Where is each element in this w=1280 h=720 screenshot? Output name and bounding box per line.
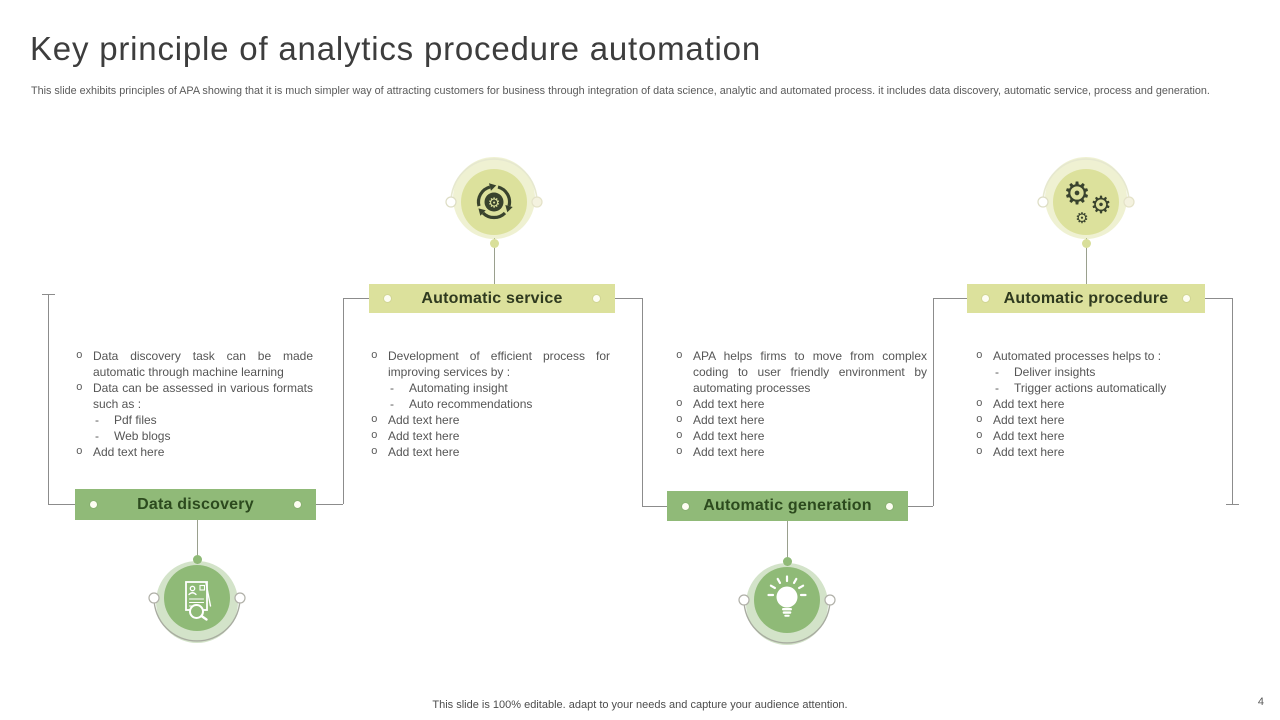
- label-automatic-generation: Automatic generation: [667, 491, 908, 521]
- stem-dot: [1082, 239, 1091, 248]
- label-end-dot: [982, 295, 989, 302]
- list-item: Add text here: [975, 444, 1215, 460]
- connector-end-cap: [1226, 504, 1239, 505]
- label-end-dot: [90, 501, 97, 508]
- svg-text:⚙: ⚙: [488, 196, 501, 212]
- bullet-list-automatic-procedure: Automated processes helps to : Deliver i…: [975, 348, 1215, 460]
- list-item: Data can be assessed in various formats …: [75, 380, 313, 412]
- list-item: Add text here: [975, 396, 1215, 412]
- label-text: Automatic generation: [703, 497, 872, 514]
- connector-segment: [933, 298, 967, 299]
- connector-segment: [615, 298, 642, 299]
- page-title: Key principle of analytics procedure aut…: [30, 30, 761, 67]
- list-item: Automating insight: [370, 380, 610, 396]
- connector-segment: [48, 295, 49, 504]
- bullet-list-automatic-service: Development of efficient process for imp…: [370, 348, 610, 460]
- bullet-list-automatic-generation: APA helps firms to move from complex cod…: [675, 348, 927, 460]
- label-text: Automatic service: [421, 289, 563, 307]
- list-item: Auto recommendations: [370, 396, 610, 412]
- list-item: Add text here: [975, 412, 1215, 428]
- stem-line: [1086, 238, 1087, 284]
- list-item: Add text here: [675, 396, 927, 412]
- lightbulb-icon: [738, 563, 836, 645]
- stem-line: [494, 238, 495, 284]
- stem-line: [787, 521, 788, 566]
- svg-text:⚙: ⚙: [1090, 191, 1112, 219]
- label-end-dot: [682, 502, 689, 510]
- connector-start-cap: [42, 294, 55, 295]
- bullet-list-data-discovery: Data discovery task can be made automati…: [75, 348, 313, 460]
- page-number: 4: [1257, 696, 1264, 708]
- svg-text:⚙: ⚙: [1063, 176, 1091, 212]
- list-item: Add text here: [675, 444, 927, 460]
- list-item: Automated processes helps to :: [975, 348, 1215, 364]
- connector-segment: [48, 504, 75, 505]
- stem-dot: [783, 557, 792, 566]
- connector-segment: [1205, 298, 1232, 299]
- label-end-dot: [384, 295, 391, 302]
- slide-description: This slide exhibits principles of APA sh…: [31, 85, 1210, 97]
- list-item: Data discovery task can be made automati…: [75, 348, 313, 380]
- connector-segment: [642, 506, 667, 507]
- list-item: Pdf files: [75, 412, 313, 428]
- document-search-icon: [148, 561, 246, 643]
- list-item: Add text here: [675, 412, 927, 428]
- footer-note: This slide is 100% editable. adapt to yo…: [432, 699, 848, 711]
- stem-line: [197, 520, 198, 564]
- list-item: Add text here: [370, 428, 610, 444]
- gears-icon: ⚙ ⚙ ⚙: [1037, 157, 1135, 239]
- label-data-discovery: Data discovery: [75, 489, 316, 520]
- connector-segment: [908, 506, 933, 507]
- list-item: Deliver insights: [975, 364, 1215, 380]
- connector-segment: [316, 504, 343, 505]
- label-automatic-procedure: Automatic procedure: [967, 284, 1205, 313]
- label-end-dot: [593, 295, 600, 302]
- connector-segment: [933, 298, 934, 506]
- connector-segment: [343, 298, 344, 504]
- label-text: Data discovery: [137, 495, 254, 513]
- list-item: Add text here: [370, 412, 610, 428]
- svg-text:⚙: ⚙: [1075, 209, 1088, 227]
- stem-dot: [490, 239, 499, 248]
- list-item: Trigger actions automatically: [975, 380, 1215, 396]
- list-item: Add text here: [75, 444, 313, 460]
- list-item: APA helps firms to move from complex cod…: [675, 348, 927, 396]
- label-text: Automatic procedure: [1003, 289, 1169, 307]
- connector-segment: [642, 298, 643, 506]
- list-item: Web blogs: [75, 428, 313, 444]
- label-end-dot: [886, 502, 893, 510]
- connector-segment: [343, 298, 369, 299]
- connector-segment: [1232, 298, 1233, 505]
- list-item: Add text here: [370, 444, 610, 460]
- list-item: Add text here: [675, 428, 927, 444]
- stem-dot: [193, 555, 202, 564]
- label-end-dot: [1183, 295, 1190, 302]
- label-automatic-service: Automatic service: [369, 284, 615, 313]
- list-item: Add text here: [975, 428, 1215, 444]
- label-end-dot: [294, 501, 301, 508]
- circular-arrows-gear-icon: ⚙: [445, 157, 543, 239]
- list-item: Development of efficient process for imp…: [370, 348, 610, 380]
